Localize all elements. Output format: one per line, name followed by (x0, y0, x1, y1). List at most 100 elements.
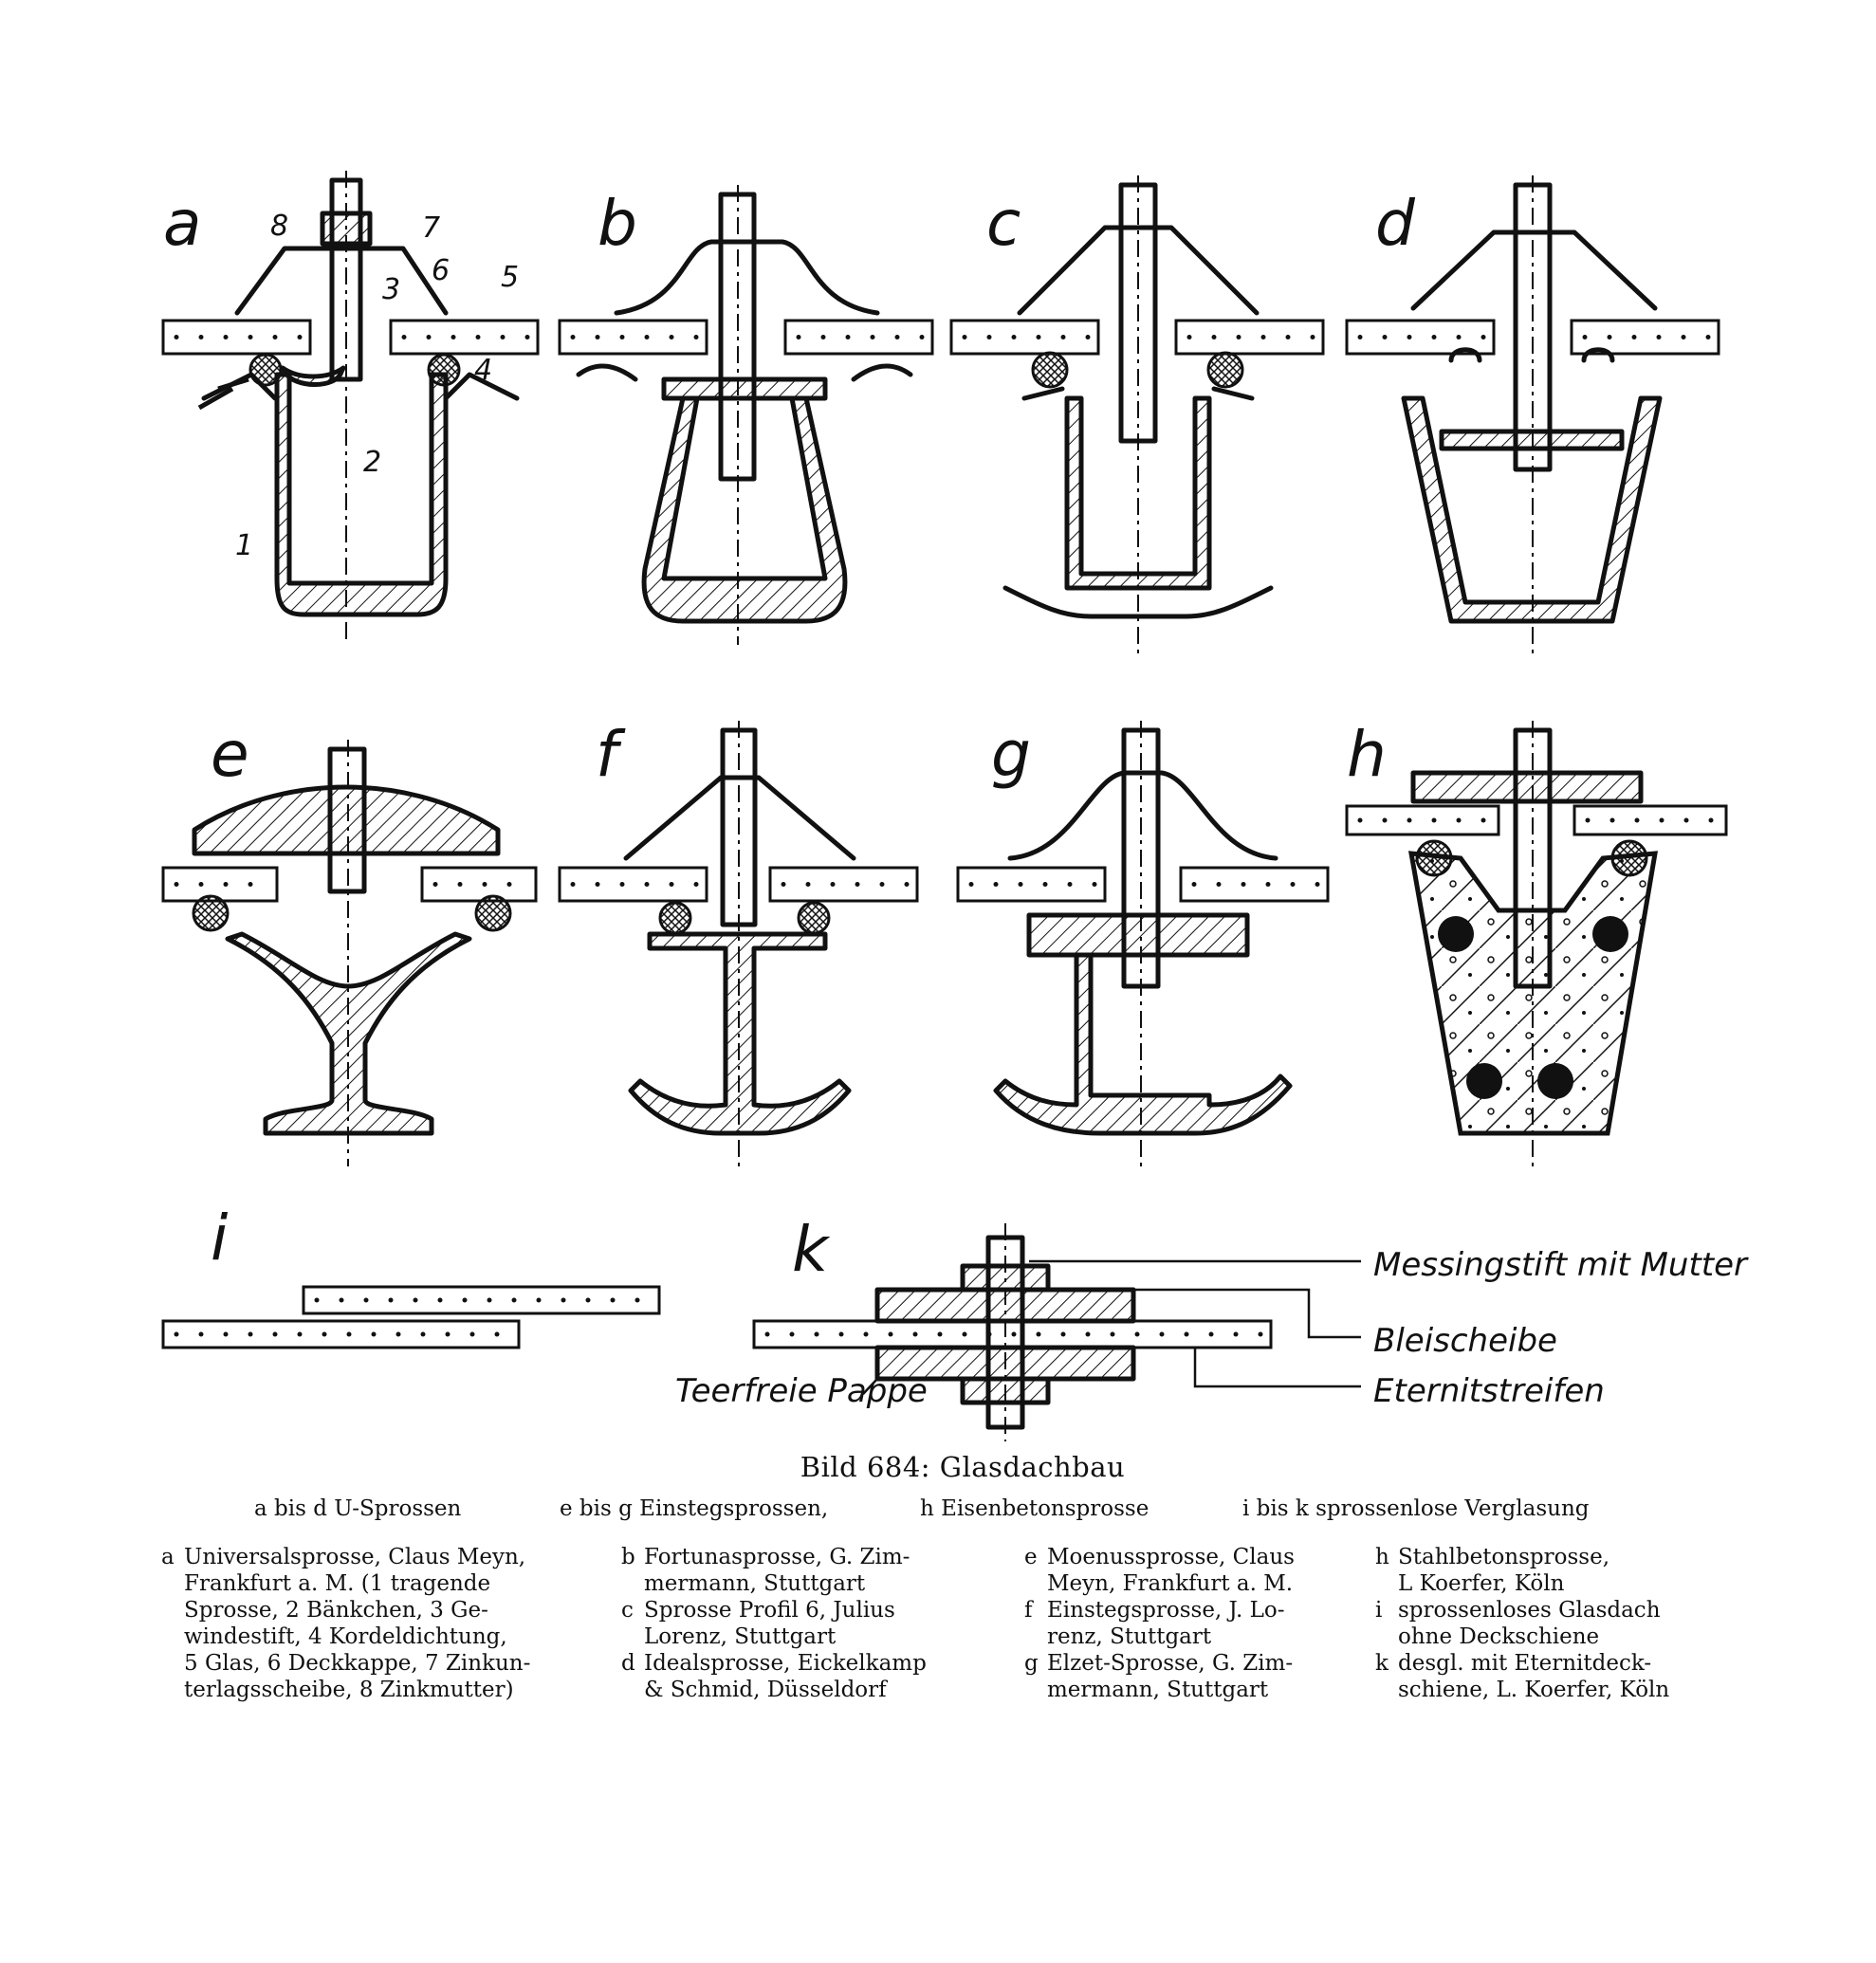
part-number-1: 1 (235, 529, 253, 562)
panel-i: i (161, 1202, 661, 1349)
glass-dot (339, 1297, 344, 1303)
glass-dot (1456, 817, 1462, 823)
cord-seal-left (248, 353, 283, 387)
glass-dot (1060, 335, 1066, 339)
glass-dot (322, 1331, 327, 1337)
glass-dot (248, 335, 253, 339)
glass-dot (272, 335, 278, 339)
glass-dot (1582, 335, 1588, 339)
panel-k: k Messingstift mit Mutter Bleischeibe Et… (675, 1213, 1749, 1441)
glass-dot (1681, 335, 1686, 339)
glass-dot (1310, 335, 1315, 339)
glass-dot (1208, 1331, 1214, 1337)
glass-dot (962, 335, 967, 339)
glass-dot (820, 335, 826, 339)
glass-dot (346, 1331, 352, 1337)
glass-dot (1315, 882, 1320, 887)
label-lead-washer: Bleischeibe (1373, 1322, 1557, 1360)
glass-dot (174, 1331, 179, 1337)
glass-dot (1357, 817, 1363, 823)
glass-dot (1241, 882, 1246, 887)
banking-piece (280, 365, 346, 387)
glass-dot (475, 335, 481, 339)
glass-dot (863, 1331, 869, 1337)
glass-dot (1184, 1331, 1189, 1337)
glass-dot (669, 335, 674, 339)
glass-dot (1011, 335, 1017, 339)
rafter-profile (641, 395, 848, 624)
glass-dot (1659, 817, 1664, 823)
glass-dot (371, 1331, 377, 1337)
cord-seal-right (474, 894, 512, 932)
glass-pane-right (1174, 319, 1325, 356)
glass-dot (536, 1297, 542, 1303)
glass-dot (363, 1297, 369, 1303)
glass-pane-right (1573, 804, 1728, 836)
glass-pane-right (420, 866, 538, 903)
glass-dot (693, 882, 699, 887)
caption-title: Bild 684: Glasdachbau (800, 1451, 1126, 1483)
rafter-profile (1064, 395, 1212, 591)
rebar-1 (1438, 916, 1474, 952)
cover-cap (1410, 229, 1658, 311)
part-number-5: 5 (501, 261, 519, 294)
glass-dot (1634, 817, 1640, 823)
glass-dot (879, 882, 885, 887)
glass-dot (432, 882, 438, 887)
glass-dot (297, 335, 303, 339)
panel-e: e (161, 718, 538, 1166)
panel-g: g (956, 718, 1330, 1166)
glass-pane-left (161, 319, 312, 356)
glass-dot (1060, 1331, 1066, 1337)
glass-pane-left (1345, 319, 1496, 356)
gutter-lips (1002, 386, 1274, 619)
panel-g-label: g (991, 718, 1031, 791)
glass-dot (781, 882, 786, 887)
panel-f-label: f (596, 718, 626, 791)
glass-dot (1216, 882, 1222, 887)
group-sprossenlos: i bis k sprossenlose Verglasung (1242, 1496, 1590, 1521)
glass-dot (894, 335, 900, 339)
cord-seal-right (1206, 351, 1244, 389)
glass-pane-right (768, 866, 919, 903)
glass-dot (198, 1331, 204, 1337)
glass-dot (426, 335, 432, 339)
glass-dot (1656, 335, 1662, 339)
label-brass-pin: Messingstift mit Mutter (1373, 1246, 1749, 1284)
glass-dot (451, 335, 456, 339)
glass-dot (888, 1331, 893, 1337)
cover-cap (234, 246, 449, 316)
glass-dot (1290, 882, 1296, 887)
glass-dot (1382, 817, 1388, 823)
glass-dot (610, 1297, 616, 1303)
glass-dot (1708, 817, 1714, 823)
glass-dot (570, 335, 576, 339)
cord-seal-left (658, 901, 692, 935)
rebar-3 (1466, 1063, 1502, 1099)
glass-dot (1018, 882, 1023, 887)
glass-dot (223, 335, 229, 339)
glass-dot (1085, 335, 1091, 339)
figure-caption: Bild 684: Glasdachbau a bis d U-Sprossen… (142, 1451, 1745, 1762)
glass-dot (272, 1331, 278, 1337)
glass-dot (1134, 1331, 1140, 1337)
glass-dot (445, 1331, 451, 1337)
glass-pane-left (949, 319, 1100, 356)
glass-dot (1585, 817, 1591, 823)
glass-dot (595, 335, 600, 339)
group-eisenbetonsprosse: h Eisenbetonsprosse (920, 1496, 1150, 1521)
panel-h: h (1345, 718, 1728, 1166)
cord-seal-right (427, 353, 461, 387)
cover-cap (614, 239, 880, 316)
glass-dot (1211, 335, 1217, 339)
glass-dot (830, 882, 836, 887)
glass-dot (482, 882, 487, 887)
glass-pane-left (956, 866, 1107, 903)
panel-d: d (1345, 175, 1720, 654)
glass-dot (1285, 335, 1291, 339)
